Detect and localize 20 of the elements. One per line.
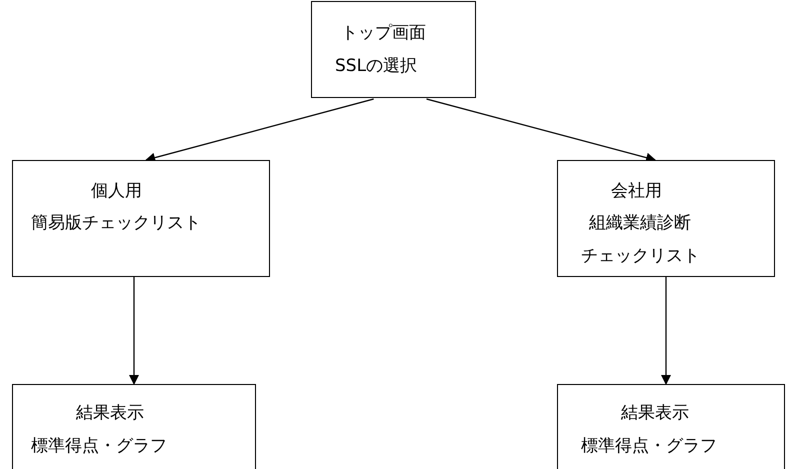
box-label: 会社用 [611, 181, 662, 201]
screen-box [12, 160, 270, 277]
box-label: 組織業績診断 [589, 213, 691, 233]
box-label: チェックリスト [581, 246, 700, 266]
box-label: 結果表示 [621, 403, 689, 423]
screen-box [311, 1, 476, 98]
box-label: 標準得点・グラフ [581, 436, 717, 456]
box-label: 標準得点・グラフ [31, 436, 167, 456]
box-label: 簡易版チェックリスト [31, 213, 201, 233]
screen-box [12, 384, 256, 469]
box-label: 結果表示 [76, 403, 144, 423]
screen-box [557, 160, 775, 277]
arrow [145, 98, 374, 162]
arrow [129, 277, 139, 385]
box-label: SSLの選択 [335, 56, 418, 76]
box-label: 個人用 [91, 181, 142, 201]
arrow [661, 277, 671, 385]
box-label: トップ画面 [341, 23, 426, 43]
screen-box [557, 384, 785, 469]
arrow [426, 98, 656, 162]
